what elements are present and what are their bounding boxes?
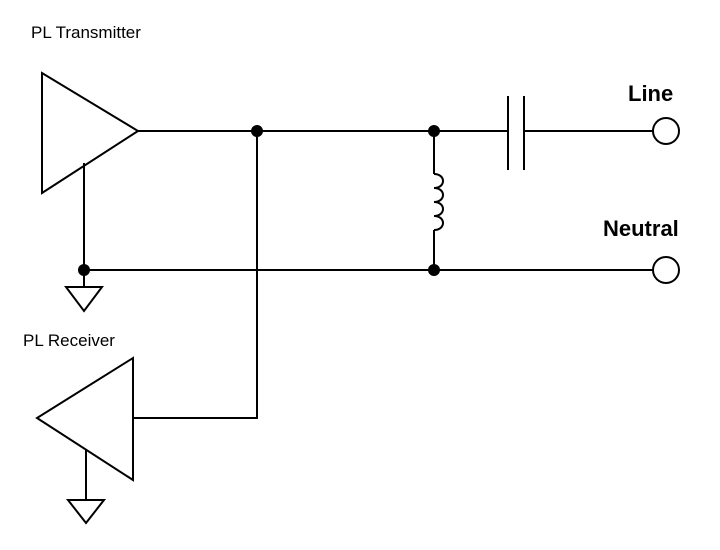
neutral-label: Neutral bbox=[603, 216, 679, 241]
receiver-label: PL Receiver bbox=[23, 331, 115, 350]
neutral-terminal bbox=[652, 256, 680, 284]
junction-dot-receiver-tap bbox=[251, 125, 263, 137]
transmitter-label: PL Transmitter bbox=[31, 23, 141, 42]
line-label: Line bbox=[628, 81, 674, 106]
ground-symbol-receiver bbox=[65, 499, 107, 525]
inductor-coil-symbol bbox=[433, 173, 444, 231]
junction-dot-inductor-top bbox=[428, 125, 440, 137]
junction-dot-inductor-bottom bbox=[428, 264, 440, 276]
receiver-input-wire bbox=[133, 131, 258, 419]
receiver-amplifier-symbol bbox=[35, 356, 134, 482]
ground-symbol-transmitter bbox=[64, 286, 104, 313]
line-terminal bbox=[652, 117, 680, 145]
transmitter-amplifier-symbol bbox=[41, 71, 140, 195]
junction-dot-ground bbox=[78, 264, 90, 276]
